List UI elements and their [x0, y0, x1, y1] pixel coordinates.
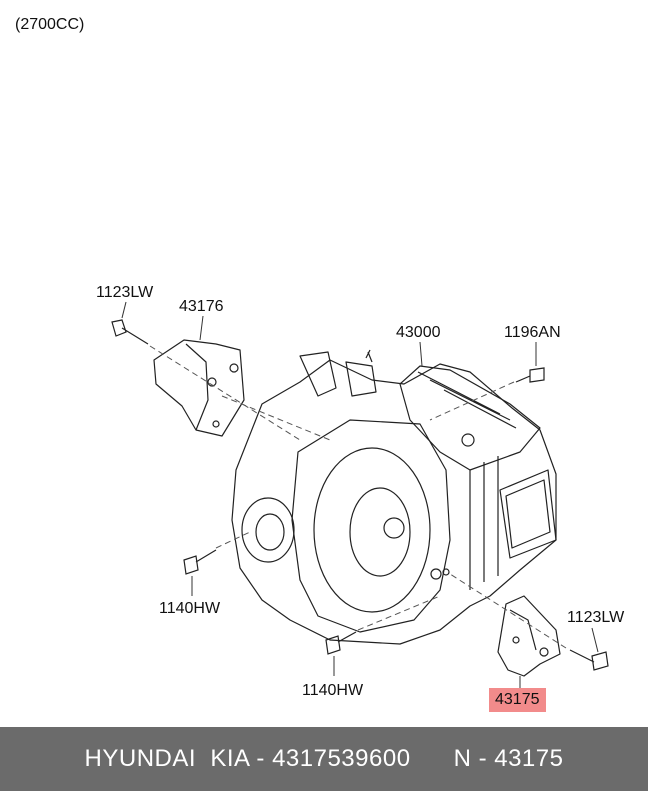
callout-1123lw-right: 1123LW: [567, 609, 625, 626]
callout-43176: 43176: [179, 298, 224, 315]
bracket-43176: [153, 339, 245, 437]
callout-43000: 43000: [396, 324, 441, 341]
footer-brand-part-number: HYUNDAI KIA - 4317539600: [84, 745, 411, 772]
bolts: [111, 319, 609, 671]
engine-spec-label: (2700CC): [15, 16, 85, 33]
bolt-1196an: [515, 367, 545, 383]
callout-1123lw-top: 1123LW: [96, 284, 154, 301]
bolt-1123lw-top: [111, 319, 149, 345]
bell-housing: [291, 419, 451, 633]
bracket-43175: [497, 595, 561, 677]
callout-1196an: 1196AN: [504, 324, 561, 341]
callout-43175-highlighted: 43175: [489, 688, 546, 712]
transaxle-illustration: [111, 301, 609, 688]
callout-1140hw-left: 1140HW: [159, 600, 221, 617]
bolt-1123lw-right: [569, 649, 609, 671]
bolt-1140hw-left: [183, 549, 217, 575]
callout-1140hw-lower: 1140HW: [302, 682, 364, 699]
part-number-footer: HYUNDAI KIA - 4317539600 N - 43175: [0, 727, 648, 791]
bolt-1140hw-lower: [325, 631, 357, 655]
footer-diagram-ref: N - 43175: [453, 745, 564, 772]
